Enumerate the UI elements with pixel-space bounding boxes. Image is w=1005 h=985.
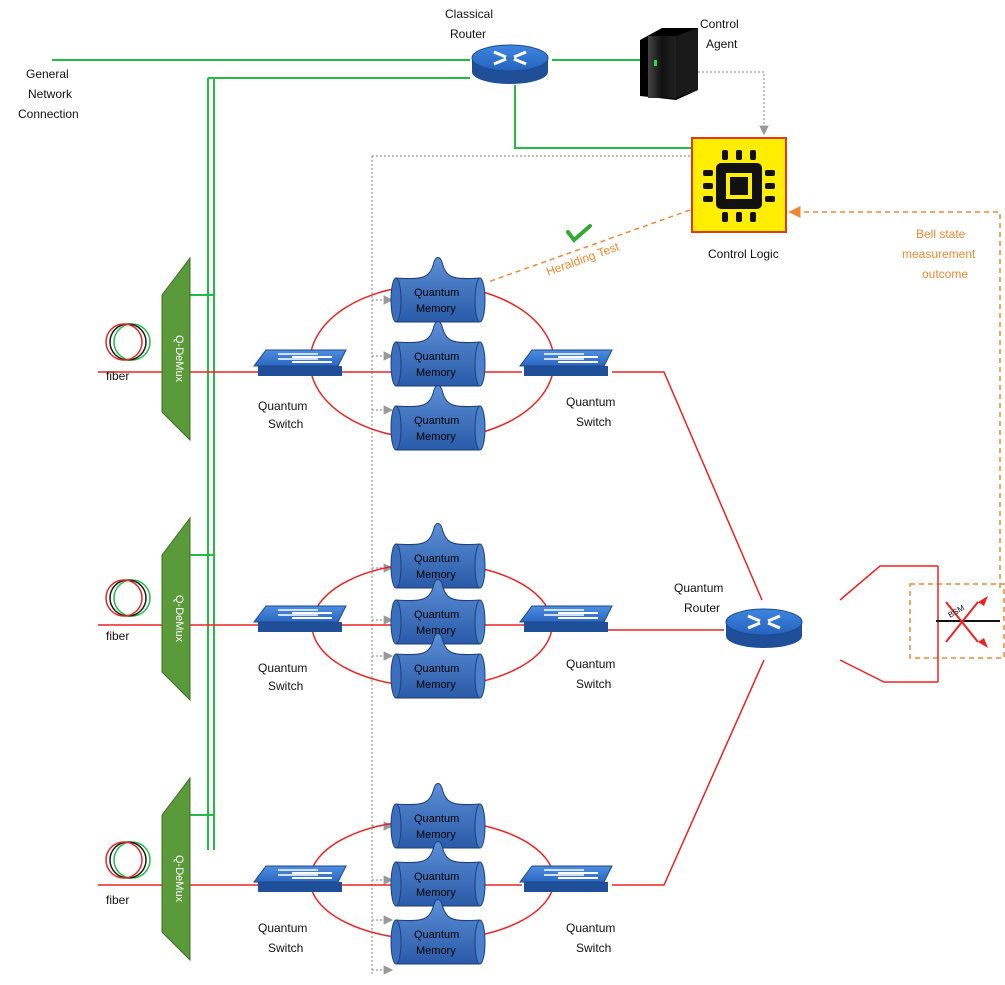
demux-3: Q-DeMux: [161, 776, 191, 962]
beam-splitter-icon: [936, 596, 1000, 648]
demux-2: Q-DeMux: [161, 516, 191, 702]
fiber-3: [105, 841, 151, 879]
switch-1b-label-1: Quantum: [566, 395, 615, 409]
quantum-memory-label-2: Memory: [416, 367, 456, 379]
chip-icon: [703, 150, 775, 222]
switch-icon: [253, 865, 347, 893]
quantum-memory-1b: Quantum Memory: [390, 321, 486, 387]
quantum-switch-1a: [253, 349, 347, 377]
quantum-router-label-1: Quantum: [674, 581, 723, 595]
quantum-memory-2c: Quantum Memory: [390, 633, 486, 699]
switch-1a-label-2: Switch: [268, 417, 303, 431]
switch-icon: [519, 349, 613, 377]
general-network-label-3: Connection: [18, 107, 79, 121]
bsm-outcome-label-2: measurement: [902, 247, 976, 261]
quantum-memory-3c: Quantum Memory: [390, 899, 486, 965]
switch-2b-label-2: Switch: [576, 677, 611, 691]
quantum-memory-label-1: Quantum: [414, 553, 459, 565]
switch-2b-label-1: Quantum: [566, 657, 615, 671]
switch-2a-label-1: Quantum: [258, 661, 307, 675]
fiber-2: [105, 579, 151, 617]
control-agent-label-2: Agent: [706, 37, 738, 51]
bsm-outcome-label-3: outcome: [922, 267, 968, 281]
quantum-memory-label-2: Memory: [416, 569, 456, 581]
bsm-outcome-label-1: Bell state: [916, 227, 966, 241]
quantum-memory-label-1: Quantum: [414, 415, 459, 427]
switch-2a-label-2: Switch: [268, 679, 303, 693]
demux-3-label: Q-DeMux: [173, 855, 185, 903]
fiber-3-label: fiber: [106, 893, 129, 907]
quantum-memory-label-2: Memory: [416, 303, 456, 315]
general-network-label-1: General: [26, 67, 69, 81]
demux-2-label: Q-DeMux: [173, 595, 185, 643]
quantum-memory-3a: Quantum Memory: [390, 783, 486, 849]
classical-router-label-2: Router: [450, 27, 486, 41]
fiber-1: [105, 323, 151, 361]
quantum-memory-label-2: Memory: [416, 945, 456, 957]
switch-3b-label-1: Quantum: [566, 921, 615, 935]
router-icon: [470, 43, 550, 86]
classical-router: [470, 43, 550, 86]
quantum-switch-3a: [253, 865, 347, 893]
heralding-test-label: Heralding Test: [544, 239, 621, 279]
demux-1: Q-DeMux: [161, 256, 191, 442]
control-logic-chip: [691, 137, 787, 233]
server-icon: [640, 28, 698, 100]
switch-icon: [253, 349, 347, 377]
control-agent-label-1: Control: [700, 17, 739, 31]
quantum-memory-label-2: Memory: [416, 829, 456, 841]
fiber-coil-icon: [105, 579, 151, 617]
switch-3b-label-2: Switch: [576, 941, 611, 955]
demux-1-label: Q-DeMux: [173, 335, 185, 383]
quantum-memory-1a: Quantum Memory: [390, 257, 486, 323]
quantum-memory-label-1: Quantum: [414, 351, 459, 363]
quantum-memory-label-1: Quantum: [414, 871, 459, 883]
switch-3a-label-1: Quantum: [258, 921, 307, 935]
switch-icon: [519, 605, 613, 633]
quantum-memory-2a: Quantum Memory: [390, 523, 486, 589]
switch-icon: [519, 865, 613, 893]
quantum-memory-label-2: Memory: [416, 887, 456, 899]
quantum-switch-2b: [519, 605, 613, 633]
quantum-memory-label-2: Memory: [416, 679, 456, 691]
quantum-memory-label-1: Quantum: [414, 813, 459, 825]
bsm-device: BSM: [936, 596, 1000, 648]
quantum-router: [724, 607, 804, 650]
fiber-coil-icon: [105, 841, 151, 879]
router-icon: [724, 607, 804, 650]
switch-1b-label-2: Switch: [576, 415, 611, 429]
quantum-memory-label-1: Quantum: [414, 929, 459, 941]
classical-router-label-1: Classical: [445, 7, 493, 21]
quantum-memory-label-1: Quantum: [414, 287, 459, 299]
quantum-switch-1b: [519, 349, 613, 377]
quantum-switch-2a: [253, 605, 347, 633]
control-logic-label: Control Logic: [708, 247, 779, 261]
fiber-1-label: fiber: [106, 369, 129, 383]
quantum-switch-3b: [519, 865, 613, 893]
fiber-2-label: fiber: [106, 629, 129, 643]
switch-1a-label-1: Quantum: [258, 399, 307, 413]
quantum-memory-label-1: Quantum: [414, 609, 459, 621]
checkmark-icon: [566, 224, 592, 243]
quantum-memory-1c: Quantum Memory: [390, 385, 486, 451]
general-network-label-2: Network: [28, 87, 73, 101]
quantum-memory-3b: Quantum Memory: [390, 841, 486, 907]
quantum-memory-label-2: Memory: [416, 431, 456, 443]
control-agent-server: [640, 28, 698, 100]
quantum-router-label-2: Router: [684, 601, 720, 615]
fiber-coil-icon: [105, 323, 151, 361]
switch-icon: [253, 605, 347, 633]
quantum-memory-2b: Quantum Memory: [390, 579, 486, 645]
switch-3a-label-2: Switch: [268, 941, 303, 955]
quantum-memory-label-2: Memory: [416, 625, 456, 637]
quantum-memory-label-1: Quantum: [414, 663, 459, 675]
